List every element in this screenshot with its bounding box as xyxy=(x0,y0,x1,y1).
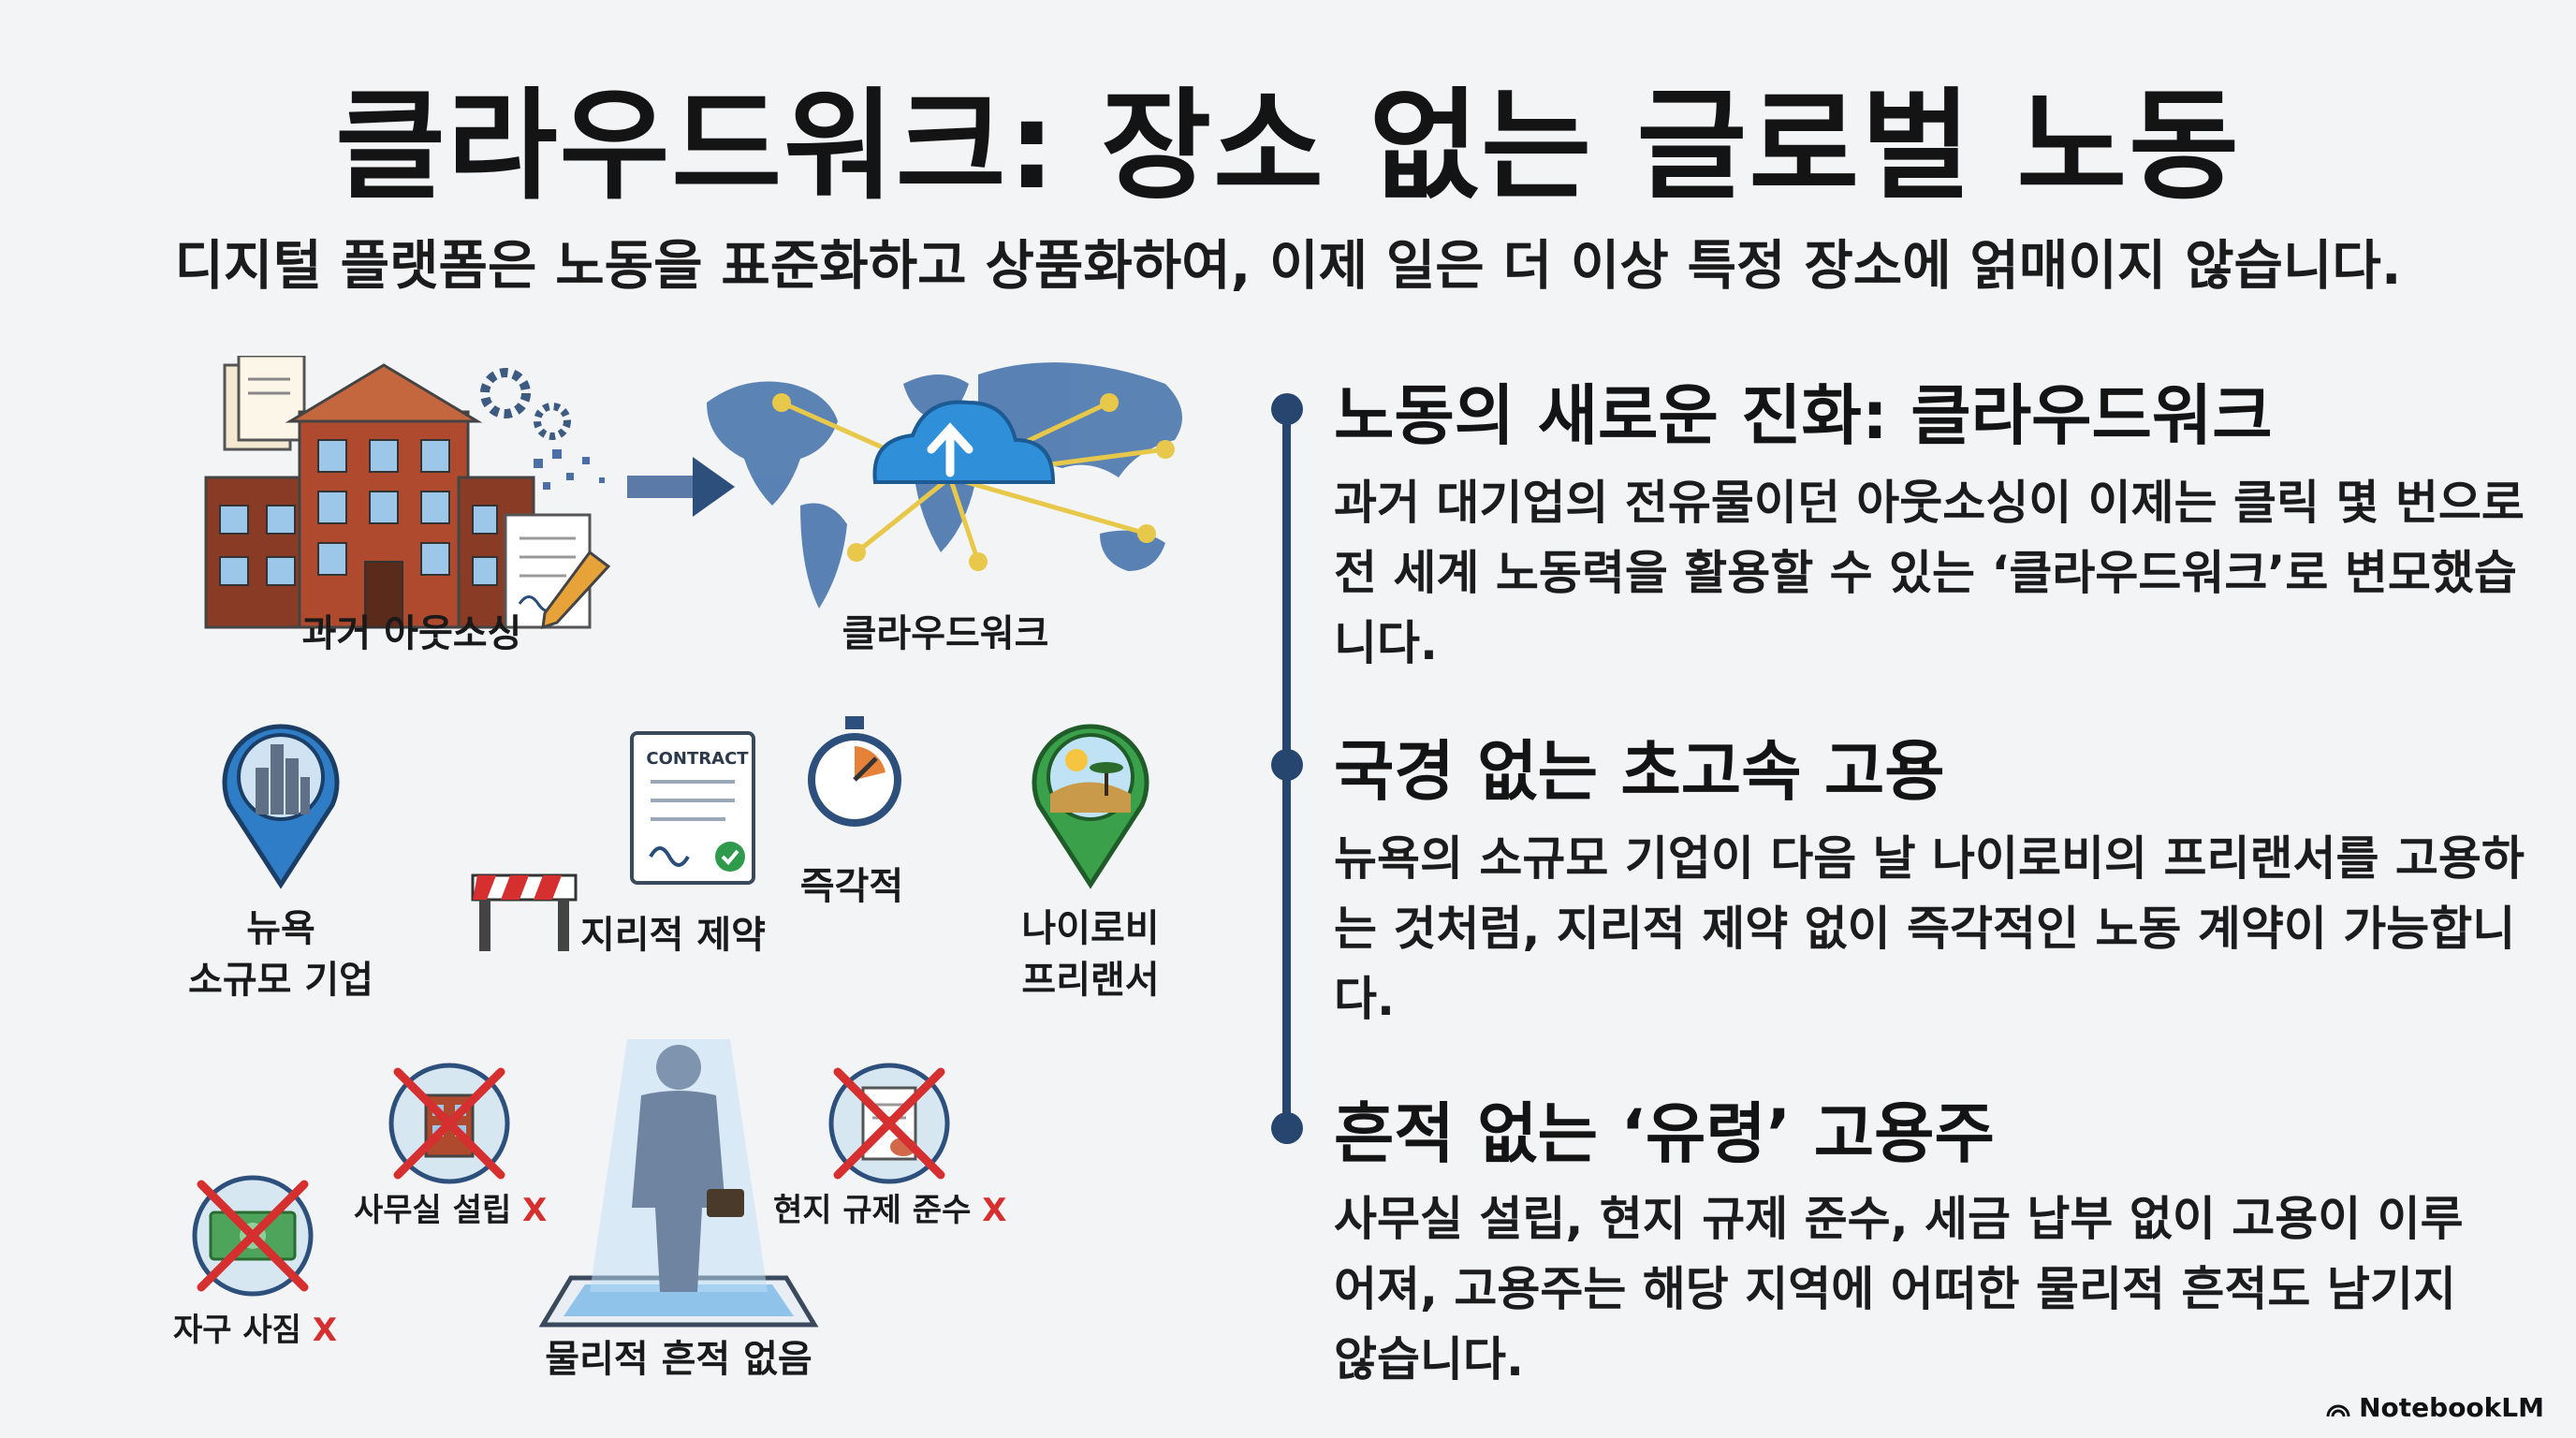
newyork-label-line1: 뉴욕 xyxy=(246,907,315,950)
newyork-label-line2: 소규모 기업 xyxy=(188,959,373,1002)
geographic-constraint-label: 지리적 제약 xyxy=(580,914,766,957)
office-setup-label: 사무실 설립 X xyxy=(354,1192,548,1229)
cloudwork-label: 클라우드워크 xyxy=(842,612,1049,655)
arrow-right-icon xyxy=(627,457,735,517)
timeline-dot-2 xyxy=(1271,749,1303,781)
nairobi-label-line1: 나이로비 xyxy=(1021,907,1160,950)
contract-text: CONTRACT xyxy=(646,749,749,769)
notebooklm-logo-icon xyxy=(2326,1404,2350,1416)
illustration-panel: 과거 아웃소싱 클라우드워크 xyxy=(0,337,1245,1438)
ghost-employer-hologram-icon xyxy=(538,1039,819,1328)
contract-document-icon xyxy=(630,731,755,885)
section-2-body: 뉴욕의 소규모 기업이 다음 날 나이로비의 프리랜서를 고용하는 것처럼, 지… xyxy=(1334,831,2525,1026)
section-1-body: 과거 대기업의 전유물이던 아웃소싱이 이제는 클릭 몇 번으로 전 세계 노동… xyxy=(1334,476,2525,670)
newyork-location-pin-icon xyxy=(222,724,340,889)
world-map-cloud-icon xyxy=(707,362,1182,609)
timeline-dot-1 xyxy=(1271,393,1303,425)
brand-watermark: NotebookLM xyxy=(2325,1392,2544,1423)
section-2-heading: 국경 없는 초고속 고용 xyxy=(1334,733,1945,810)
timeline-dot-3 xyxy=(1271,1112,1303,1144)
no-physical-trace-label: 물리적 흔적 없음 xyxy=(545,1338,812,1381)
brand-text: NotebookLM xyxy=(2359,1392,2544,1423)
instant-label: 즉각적 xyxy=(799,865,904,908)
compliance-label: 현지 규제 준수 X xyxy=(773,1192,1007,1229)
nairobi-label-line2: 프리랜서 xyxy=(1021,959,1160,1002)
no-compliance-icon xyxy=(828,1063,950,1184)
stopwatch-icon xyxy=(808,716,901,827)
page-subtitle: 디지털 플랫폼은 노동을 표준화하고 상품화하여, 이제 일은 더 이상 특정 … xyxy=(174,235,2402,297)
past-outsourcing-label: 과거 아웃소싱 xyxy=(301,612,522,655)
section-3-body: 사무실 설립, 현지 규제 준수, 세금 납부 없이 고용이 이루어져, 고용주… xyxy=(1334,1192,2464,1387)
nairobi-location-pin-icon xyxy=(1032,724,1149,889)
barrier-icon xyxy=(471,873,578,951)
section-1-heading: 노동의 새로운 진화: 클라우드워크 xyxy=(1334,377,2273,454)
page-title: 클라우드워크: 장소 없는 글로벌 노동 xyxy=(335,77,2241,216)
tax-label: 자구 사짐 X xyxy=(173,1312,338,1349)
section-3-heading: 흔적 없는 ‘유령’ 고용주 xyxy=(1334,1095,1995,1172)
office-building-icon xyxy=(204,356,611,630)
no-office-icon xyxy=(388,1063,510,1184)
no-tax-money-icon xyxy=(192,1175,314,1297)
